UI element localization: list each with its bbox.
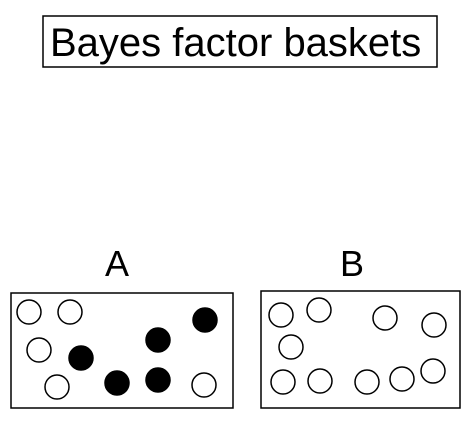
basket-b-label: B: [340, 243, 364, 284]
ball-empty: [389, 366, 415, 392]
ball-empty: [57, 299, 83, 325]
basket-a-label: A: [105, 243, 129, 284]
ball-filled: [192, 307, 218, 333]
ball-filled: [145, 367, 171, 393]
ball-empty: [278, 334, 304, 360]
basket-a: A: [10, 243, 234, 409]
ball-empty: [268, 302, 294, 328]
ball-empty: [26, 337, 52, 363]
ball-empty: [421, 312, 447, 338]
ball-empty: [44, 374, 70, 400]
ball-empty: [420, 358, 446, 384]
ball-empty: [191, 372, 217, 398]
ball-empty: [306, 297, 332, 323]
title-box: Bayes factor baskets: [42, 15, 438, 68]
ball-filled: [145, 327, 171, 353]
ball-empty: [372, 305, 398, 331]
ball-filled: [104, 370, 130, 396]
ball-empty: [354, 369, 380, 395]
diagram-title: Bayes factor baskets: [50, 21, 421, 65]
title-frame: [42, 15, 438, 68]
ball-empty: [16, 299, 42, 325]
ball-empty: [270, 369, 296, 395]
basket-b: B: [260, 243, 461, 409]
ball-empty: [307, 368, 333, 394]
ball-filled: [68, 345, 94, 371]
